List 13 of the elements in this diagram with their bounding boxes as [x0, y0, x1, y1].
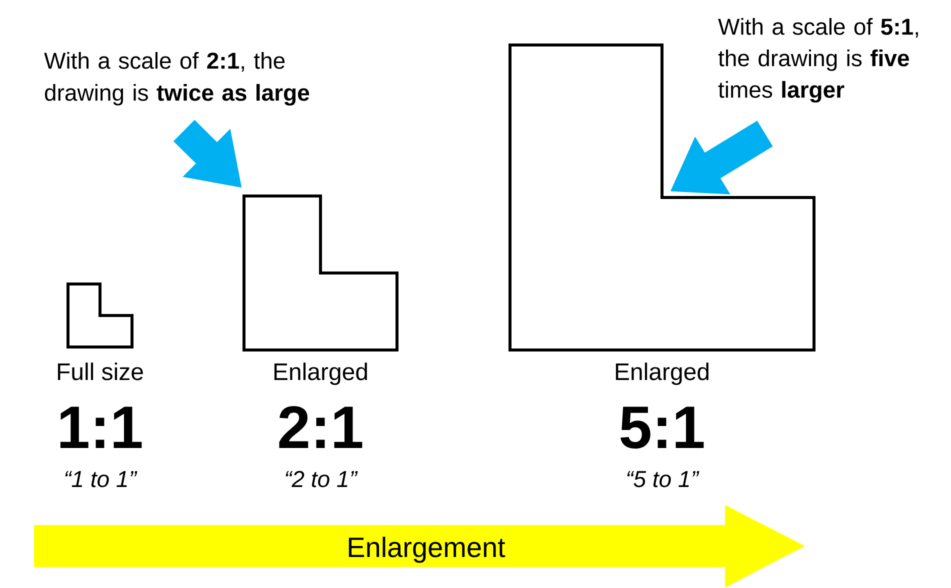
scale-ratio: 5:1 [620, 406, 704, 449]
callout-text: With a scale of 5:1, the drawing is five times larger [718, 18, 918, 103]
size-label: Enlarged [274, 362, 367, 385]
l-shape-outline [242, 194, 398, 352]
scale-ratio: 1:1 [60, 406, 142, 448]
ratio-reading: “1 to 1” [65, 471, 138, 488]
callout-text: With a scale of 2:1, the drawing is twice as large [44, 52, 310, 106]
ratio-reading: “5 to 1” [627, 471, 700, 488]
size-label: Enlarged [616, 362, 708, 385]
size-label: Full size [58, 362, 143, 380]
ratio-reading: “2 to 1” [286, 470, 358, 488]
l-shape-outline [66, 282, 134, 348]
scale-ratio: 2:1 [279, 406, 362, 448]
